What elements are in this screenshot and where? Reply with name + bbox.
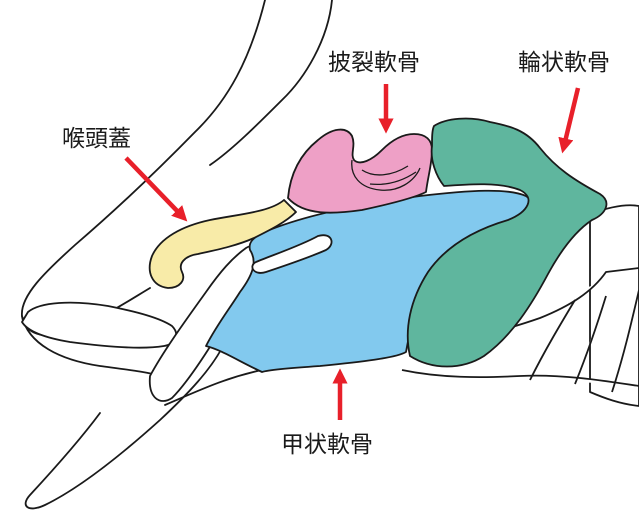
label-arytenoid: 披裂軟骨 (328, 50, 420, 76)
label-thyroid: 甲状軟骨 (281, 432, 373, 458)
arrow-cricoid (564, 88, 578, 146)
label-epiglottis: 喉頭蓋 (62, 126, 131, 152)
arrow-epiglottis (126, 158, 182, 216)
label-cricoid: 輪状軟骨 (518, 50, 610, 76)
